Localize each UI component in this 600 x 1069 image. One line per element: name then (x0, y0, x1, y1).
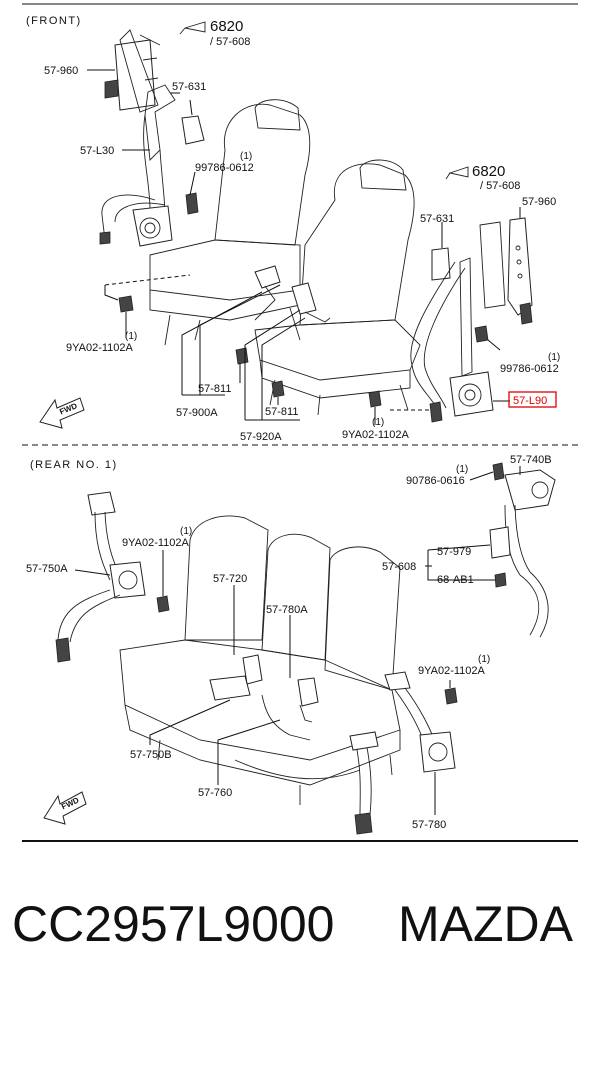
ref-arrow-icon-right (445, 166, 469, 180)
label-57-750B: 57-750B (130, 749, 172, 761)
right-pillar-belt-assembly (410, 217, 533, 423)
fwd-arrow-icon-rear: FWD (43, 791, 87, 825)
front-right-seat (254, 159, 421, 416)
brand-name: MAZDA (398, 896, 573, 952)
part-caption: CC2957L9000 MAZDA (0, 895, 600, 975)
label-99786-left: 99786-0612 (195, 162, 254, 174)
label-90786-qty: (1) (456, 464, 468, 475)
label-57-960-right: 57-960 (522, 196, 556, 208)
label-99786-right: 99786-0612 (500, 363, 559, 375)
label-9ya02-left: 9YA02-1102A (66, 342, 134, 354)
label-57-740B: 57-740B (510, 454, 552, 466)
fwd-arrow-icon-front: FWD (39, 397, 85, 429)
label-57-L30: 57-L30 (80, 145, 114, 157)
label-57-960-left: 57-960 (44, 65, 78, 77)
label-57-780A: 57-780A (266, 604, 308, 616)
rear-bench-seat (119, 515, 401, 805)
label-57-979: 57-979 (437, 546, 471, 558)
label-57-900A: 57-900A (176, 407, 218, 419)
section-title-front: (FRONT) (26, 15, 82, 27)
front-leader-lines (87, 69, 521, 425)
label-57-811-b: 57-811 (265, 406, 298, 418)
label-57-L90: 57-L90 (513, 395, 547, 407)
left-pillar-belt-assembly (99, 29, 205, 247)
label-68-AB1: 68-AB1 (437, 574, 474, 586)
label-57-631-right: 57-631 (420, 213, 454, 225)
front-callouts: 6820 / 57-608 57-960 57-631 57-L30 (1) 9… (39, 18, 560, 443)
label-57-760: 57-760 (198, 787, 232, 799)
front-buckle-assemblies (118, 265, 382, 408)
label-9ya02-rear-left: 9YA02-1102A (122, 537, 190, 549)
ref-6820-right: 6820 (472, 163, 505, 180)
rear-callouts: 57-750A (1) 9YA02-1102A 57-720 57-780A 5… (26, 454, 552, 831)
rear-right-belt-assembly (349, 462, 556, 835)
rear-leader-lines (74, 466, 521, 815)
label-90786: 90786-0616 (406, 475, 465, 487)
label-57-780: 57-780 (412, 819, 446, 831)
ref-57-608-left: / 57-608 (210, 36, 250, 48)
label-57-811-a: 57-811 (198, 383, 231, 395)
ref-arrow-icon (179, 21, 206, 35)
label-9ya02-rear-right: 9YA02-1102A (418, 665, 486, 677)
rear-left-belt-assembly (55, 491, 170, 663)
rear-center-buckles (209, 654, 319, 741)
label-9ya02-rear-right-qty: (1) (478, 654, 490, 665)
label-99786-left-qty: (1) (240, 151, 252, 162)
label-99786-right-qty: (1) (548, 352, 560, 363)
label-57-608: 57-608 (382, 561, 416, 573)
section-title-rear: (REAR NO. 1) (30, 459, 118, 471)
label-57-750A: 57-750A (26, 563, 68, 575)
ref-6820-left: 6820 (210, 18, 243, 35)
front-left-seat (149, 99, 311, 346)
highlight-box-57-L90 (508, 391, 557, 408)
label-57-920A: 57-920A (240, 431, 282, 443)
label-9ya02-rear-left-qty: (1) (180, 526, 192, 537)
label-9ya02-mid-qty: (1) (372, 417, 384, 428)
part-number: CC2957L9000 (12, 896, 335, 952)
ref-57-608-right: / 57-608 (480, 180, 520, 192)
seat-belt-parts-diagram: (FRONT) (REAR NO. 1) (22, 3, 578, 842)
label-57-720: 57-720 (213, 573, 247, 585)
label-9ya02-mid: 9YA02-1102A (342, 429, 410, 441)
label-9ya02-left-qty: (1) (125, 331, 137, 342)
label-57-631-left: 57-631 (172, 81, 206, 93)
